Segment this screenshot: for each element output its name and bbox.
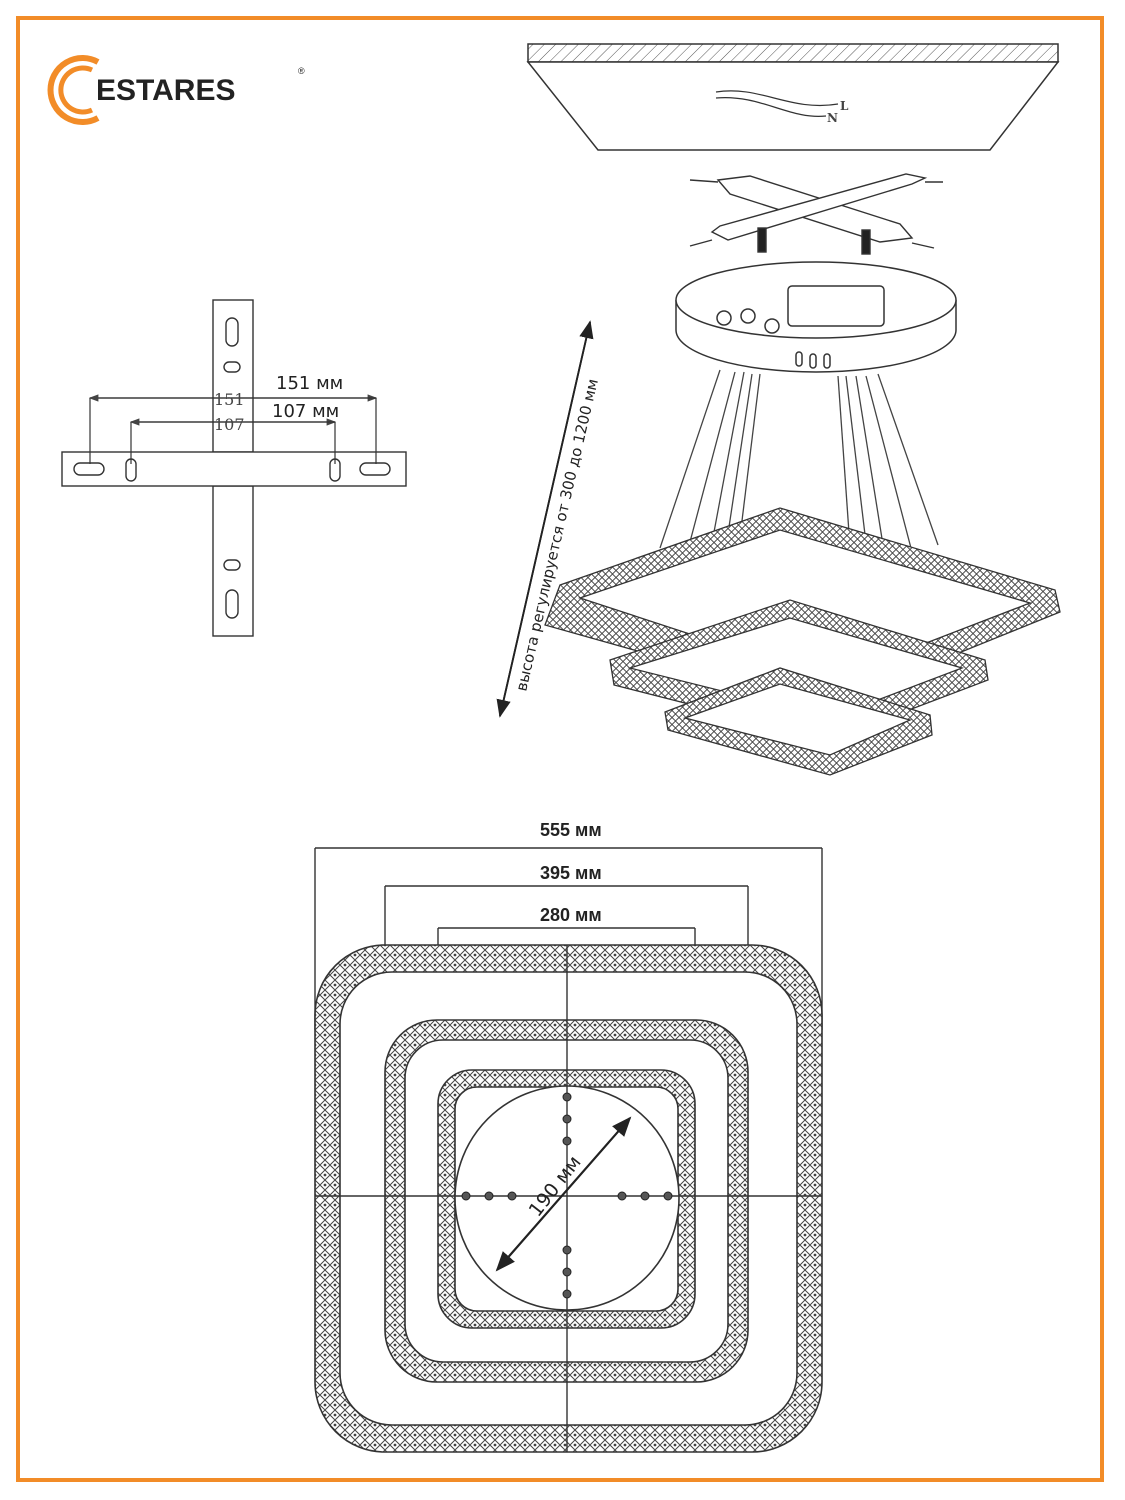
orange-border-frame bbox=[16, 16, 1104, 1482]
estares-logo: ESTARES ® bbox=[47, 55, 305, 125]
bracket-inner-number: 107 bbox=[214, 415, 245, 434]
top-view-fixings bbox=[461, 1092, 673, 1299]
bracket-outer-number: 151 bbox=[214, 390, 245, 409]
registered-mark: ® bbox=[298, 66, 305, 76]
ceiling-illustration: L N bbox=[526, 43, 1060, 151]
ring-tiers-3d bbox=[544, 507, 1061, 776]
dimension-395: 395 мм bbox=[540, 863, 602, 883]
height-range-label: высота регулируется от 300 до 1200 мм bbox=[512, 377, 602, 693]
bracket-dimensions bbox=[88, 394, 378, 464]
top-view-crossbars bbox=[315, 945, 822, 1452]
bracket-inner-dimension: 107 мм bbox=[272, 401, 339, 422]
top-view-rings bbox=[314, 944, 823, 1453]
diameter-190-arrow bbox=[495, 1116, 632, 1272]
wire-l-label: L bbox=[840, 99, 849, 113]
bracket-outer-dimension: 151 мм bbox=[276, 373, 343, 394]
bracket-plan bbox=[61, 299, 407, 637]
wire-n-label: N bbox=[827, 111, 838, 125]
mounting-bracket-3d bbox=[689, 173, 943, 255]
canopy bbox=[675, 261, 957, 373]
height-adjust-arrow: высота регулируется от 300 до 1200 мм bbox=[496, 320, 602, 718]
dimension-280: 280 мм bbox=[540, 905, 602, 925]
logo-text: ESTARES bbox=[96, 74, 235, 107]
dimension-555: 555 мм bbox=[540, 820, 602, 840]
